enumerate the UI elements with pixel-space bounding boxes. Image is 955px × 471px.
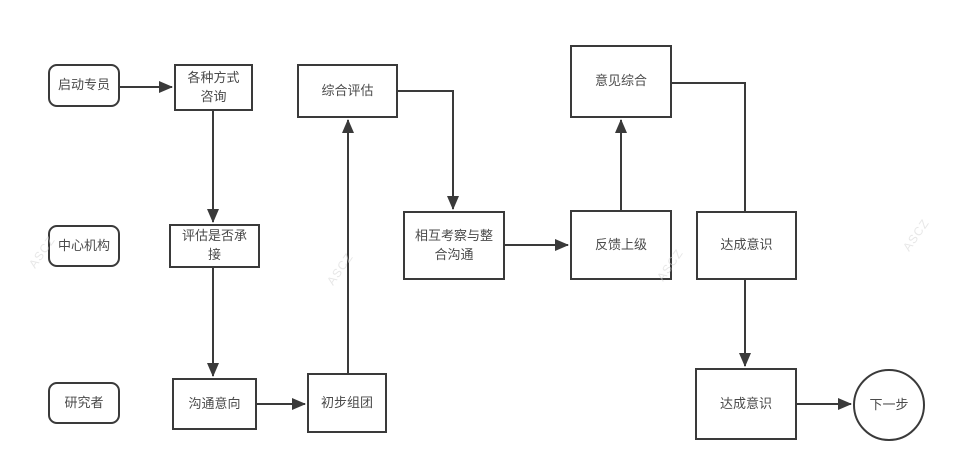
node-reach-consensus-upper: 达成意识 bbox=[696, 211, 797, 280]
node-launch-specialist: 启动专员 bbox=[48, 64, 120, 107]
node-next-step: 下一步 bbox=[853, 369, 925, 441]
node-feedback-superior: 反馈上级 bbox=[570, 210, 672, 280]
node-preliminary-grouping: 初步组团 bbox=[307, 373, 387, 433]
edge-opinion-to-consensus-upper bbox=[672, 82, 746, 212]
node-central-organization: 中心机构 bbox=[48, 225, 120, 267]
node-communicate-intent: 沟通意向 bbox=[172, 378, 257, 430]
node-reach-consensus-lower: 达成意识 bbox=[695, 368, 797, 440]
edge-evaluate-to-inspect bbox=[398, 90, 459, 210]
node-assess-acceptance: 评估是否承接 bbox=[169, 224, 260, 268]
watermark-text: ASCZ bbox=[899, 216, 933, 254]
node-various-consultation: 各种方式咨询 bbox=[174, 64, 253, 111]
node-mutual-inspection-integration: 相互考察与整合沟通 bbox=[403, 211, 505, 280]
node-researcher: 研究者 bbox=[48, 382, 120, 424]
watermark-text: ASCZ bbox=[323, 250, 357, 288]
node-comprehensive-evaluation: 综合评估 bbox=[297, 64, 398, 118]
node-opinion-synthesis: 意见综合 bbox=[570, 45, 672, 118]
